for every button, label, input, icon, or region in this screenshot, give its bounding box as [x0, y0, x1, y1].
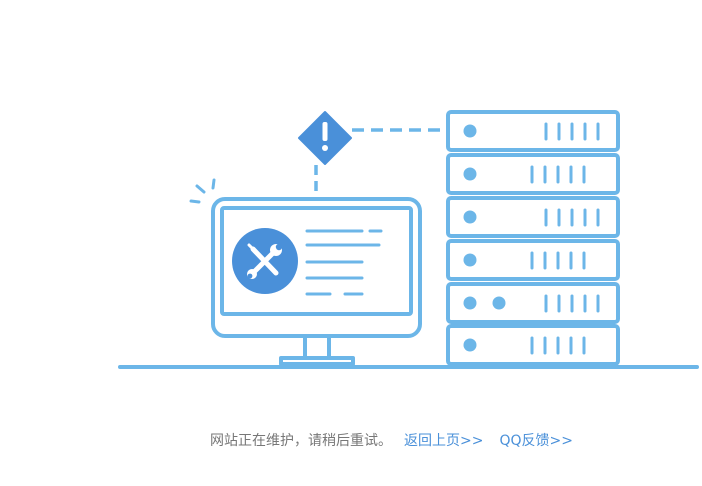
monitor [211, 197, 422, 366]
wrench-screwdriver-icon [232, 228, 298, 294]
server-rack [446, 110, 620, 366]
back-link[interactable]: 返回上页>> [404, 433, 484, 449]
screen-text-lines [305, 229, 383, 296]
monitor-stand [279, 334, 355, 360]
maintenance-message: 网站正在维护，请稍后重试。 [210, 433, 392, 449]
server-status-light [463, 253, 477, 267]
server-unit [446, 239, 620, 281]
server-unit [446, 196, 620, 238]
server-status-light [492, 296, 506, 310]
server-status-light [463, 296, 477, 310]
monitor-screen [220, 206, 413, 316]
server-unit [446, 282, 620, 324]
qq-feedback-link[interactable]: QQ反馈>> [499, 433, 573, 449]
maintenance-message-bar: 网站正在维护，请稍后重试。 返回上页>> QQ反馈>> [210, 430, 573, 450]
server-status-light [463, 124, 477, 138]
server-unit [446, 153, 620, 195]
server-status-light [463, 167, 477, 181]
server-unit [446, 110, 620, 152]
exclamation-diamond-icon [298, 111, 352, 165]
server-status-light [463, 338, 477, 352]
server-unit [446, 324, 620, 366]
server-status-light [463, 210, 477, 224]
alert-spark-icon [189, 178, 216, 204]
maintenance-illustration [118, 110, 699, 369]
